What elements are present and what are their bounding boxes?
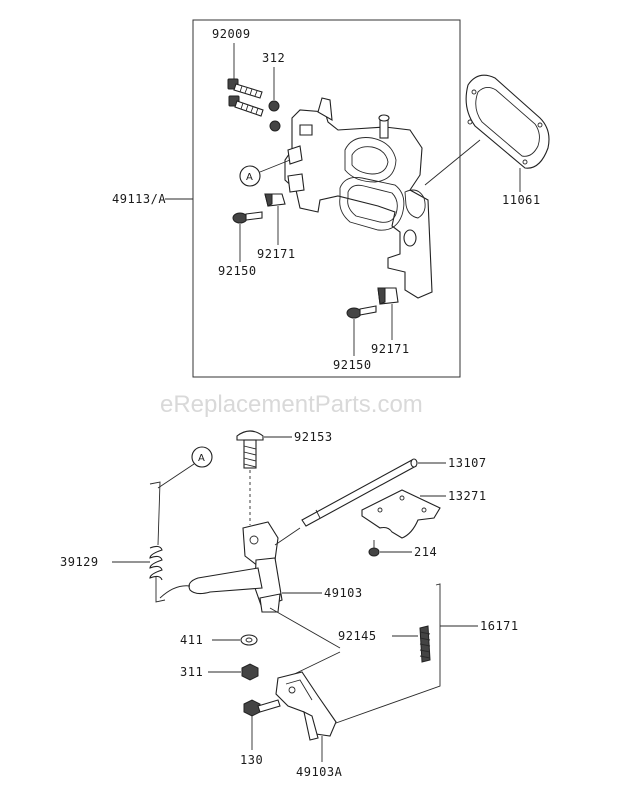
label-92145[interactable]: 92145	[338, 629, 377, 643]
nut-311	[241, 663, 259, 681]
watermark-text: eReplacementParts.com	[160, 391, 423, 418]
leader-callout-a-bottom	[157, 463, 195, 489]
label-311[interactable]: 311	[180, 665, 203, 679]
label-49103a[interactable]: 49103A	[296, 765, 343, 779]
gasket-11061	[465, 74, 550, 169]
label-312[interactable]: 312	[262, 51, 285, 65]
lever-49103a	[275, 671, 337, 741]
label-92150-lower[interactable]: 92150	[333, 358, 372, 372]
screw-214	[368, 540, 380, 557]
callout-a-top: A	[246, 172, 253, 183]
screw-92150-upper	[232, 211, 263, 224]
bracket-assembly-frame	[192, 19, 461, 378]
label-16171[interactable]: 16171	[480, 619, 519, 633]
label-92009[interactable]: 92009	[212, 27, 251, 41]
label-92171-lower[interactable]: 92171	[371, 342, 410, 356]
label-11061[interactable]: 11061	[502, 193, 541, 207]
screw-92150-lower	[346, 305, 377, 319]
label-49103[interactable]: 49103	[324, 586, 363, 600]
washer-411	[240, 634, 258, 646]
nut-312-upper	[268, 100, 280, 112]
bolt-92009-upper	[227, 78, 263, 99]
label-92150-upper[interactable]: 92150	[218, 264, 257, 278]
label-92153[interactable]: 92153	[294, 430, 333, 444]
callout-a-circle-bottom	[191, 446, 213, 468]
clip-92171-upper	[264, 193, 286, 207]
label-92171-upper[interactable]: 92171	[257, 247, 296, 261]
bracket-plate	[284, 97, 433, 299]
link-49103-to-49103a-1	[269, 607, 341, 649]
leader-gasket-to-bracket	[424, 139, 481, 186]
label-13107[interactable]: 13107	[448, 456, 487, 470]
link-lever-to-rod	[274, 527, 301, 546]
clip-92171-lower	[377, 287, 399, 305]
nut-312-lower	[269, 120, 281, 132]
spring-rod-39129	[149, 481, 166, 603]
carriage-bolt-92153	[236, 430, 264, 469]
callout-a-bottom: A	[198, 453, 205, 464]
label-411[interactable]: 411	[180, 633, 203, 647]
spring-92145	[419, 625, 431, 663]
label-39129[interactable]: 39129	[60, 555, 99, 569]
bolt-92009-lower	[228, 95, 264, 117]
plate-13271	[361, 489, 441, 539]
label-49113a[interactable]: 49113/A	[112, 192, 166, 206]
callout-a-circle-top	[239, 165, 261, 187]
rod-13107	[301, 458, 418, 527]
rod-16171	[321, 583, 441, 729]
label-13271[interactable]: 13271	[448, 489, 487, 503]
bolt-130	[243, 699, 281, 717]
label-214[interactable]: 214	[414, 545, 437, 559]
lever-49103	[159, 521, 283, 613]
leader-callout-a-top	[259, 159, 291, 173]
label-130[interactable]: 130	[240, 753, 263, 767]
